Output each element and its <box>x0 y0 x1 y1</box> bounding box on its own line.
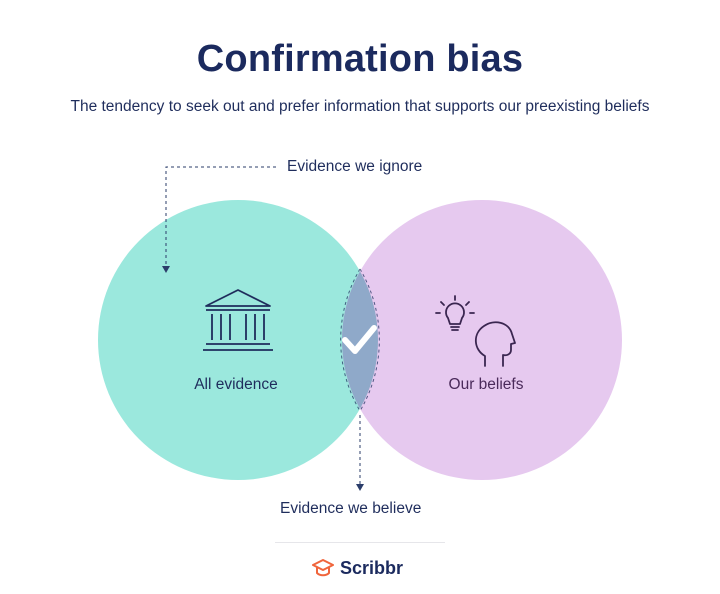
brand-logo: Scribbr <box>312 555 403 581</box>
evidence-ignore-label: Evidence we ignore <box>287 158 423 175</box>
checkmark-icon <box>342 325 377 354</box>
brand-name: Scribbr <box>340 557 404 578</box>
evidence-believe-label: Evidence we believe <box>280 500 422 517</box>
graduation-cap-icon <box>312 559 334 577</box>
all-evidence-label: All evidence <box>194 376 278 393</box>
believe-arrowhead <box>356 484 364 491</box>
our-beliefs-circle <box>342 200 622 480</box>
ignore-connector <box>165 166 276 266</box>
lightbulb-head-icon <box>435 295 516 367</box>
all-evidence-circle <box>98 200 378 480</box>
page-title: Confirmation bias <box>196 38 524 80</box>
institution-building-icon <box>203 289 273 351</box>
our-beliefs-label: Our beliefs <box>448 376 524 393</box>
overlap-outline <box>340 268 380 412</box>
page-subtitle: The tendency to seek out and prefer info… <box>70 98 650 115</box>
footer-divider <box>275 542 445 543</box>
ignore-arrowhead <box>162 266 170 273</box>
